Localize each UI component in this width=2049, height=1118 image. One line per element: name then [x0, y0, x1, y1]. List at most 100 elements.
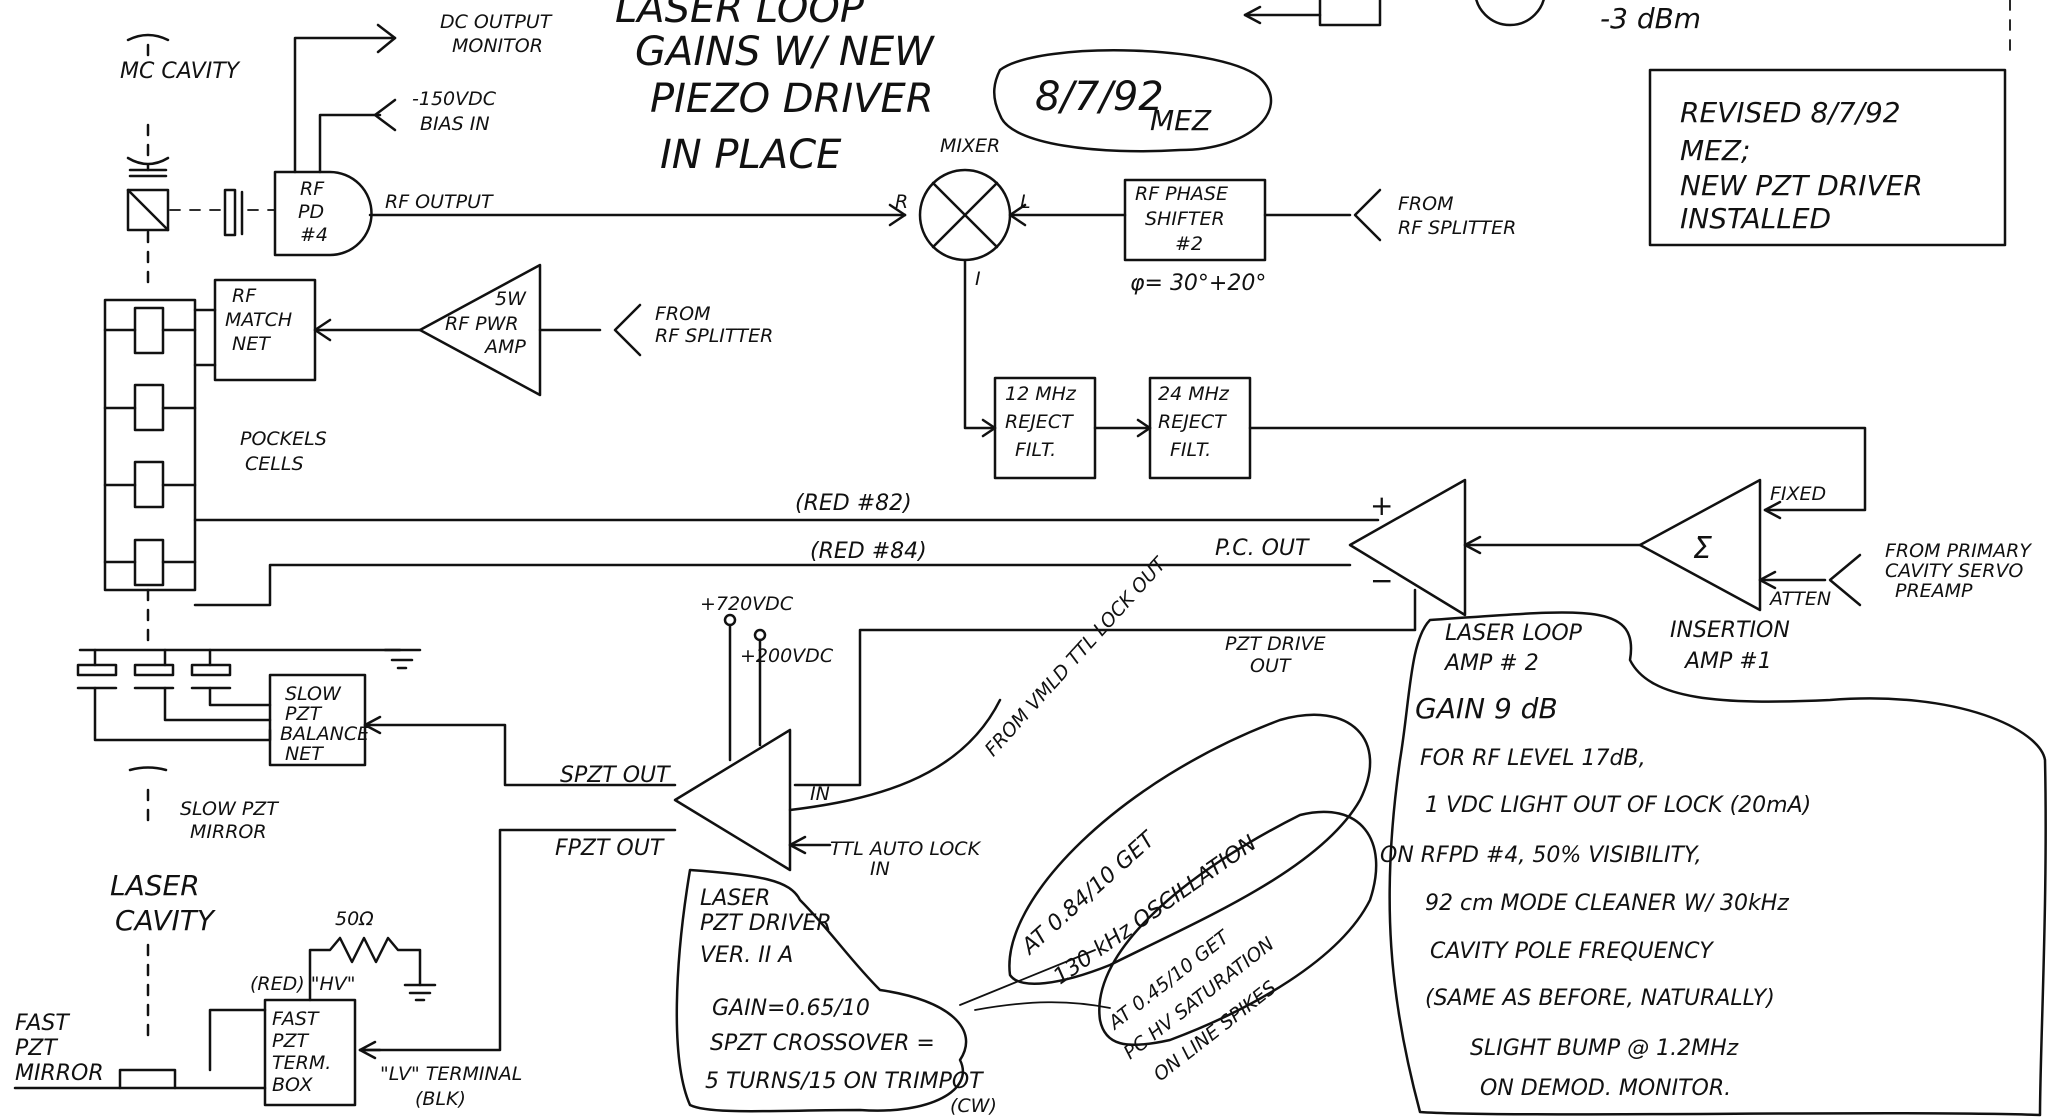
red82-label: (RED #82) [795, 491, 912, 516]
fast-pzt-box-2: PZT [272, 1030, 309, 1052]
bias-label-1: -150VDC [412, 88, 497, 110]
driver-line6: 5 TURNS/15 ON TRIMPOT [705, 1069, 984, 1094]
rf-match-2: MATCH [225, 309, 292, 331]
filters: 12 MHz REJECT FILT. 24 MHz REJECT FILT. … [993, 376, 1867, 520]
gain-line3: 1 VDC LIGHT OUT OF LOCK (20mA) [1425, 793, 1811, 818]
slow-pzt-assembly: SLOW PZT BALANCE NET SLOW PZT MIRROR [76, 648, 422, 843]
header-note: LASER LOOP GAINS W/ NEW PIEZO DRIVER IN … [615, 0, 935, 178]
driver-line4: GAIN=0.65/10 [712, 996, 870, 1021]
driver-line1: LASER [700, 886, 770, 911]
bias-label-2: BIAS IN [420, 113, 490, 135]
gain-line6: CAVITY POLE FREQUENCY [1430, 939, 1714, 964]
rfpd-3: #4 [300, 224, 328, 246]
gain-line1: GAIN 9 dB [1415, 692, 1558, 725]
stamp-date: 8/7/92 [1035, 74, 1164, 120]
header-line2: GAINS W/ NEW [635, 29, 935, 75]
slow-pzt-balance-3: BALANCE [280, 723, 369, 745]
revision-line4: INSTALLED [1680, 202, 1831, 235]
stamp-initials: MEZ [1150, 104, 1212, 137]
red84-label: (RED #84) [810, 539, 927, 564]
gain-line8: SLIGHT BUMP @ 1.2MHz [1470, 1036, 1739, 1061]
rf-photodiode: RF PD #4 DC OUTPUT MONITOR -150VDC BIAS … [273, 11, 907, 257]
phase-shifter-3: #2 [1175, 233, 1203, 255]
filt24-3: FILT. [1170, 439, 1211, 461]
fixed-label: FIXED [1770, 483, 1826, 505]
filt12-1: 12 MHz [1005, 383, 1077, 405]
mixer-r: R [895, 191, 908, 213]
header-line3: PIEZO DRIVER [650, 76, 934, 122]
fast-pzt-box-3: TERM. [272, 1052, 331, 1074]
in-label: IN [810, 783, 830, 805]
gain-line7: (SAME AS BEFORE, NATURALLY) [1425, 986, 1775, 1011]
phase-shifter-2: SHIFTER [1145, 208, 1225, 230]
filt12-3: FILT. [1015, 439, 1056, 461]
from-rf-splitter-1a: FROM [1398, 193, 1453, 215]
rf-output-label: RF OUTPUT [385, 191, 494, 213]
driver-line7: (CW) [950, 1095, 997, 1117]
laser-loop-label-2: AMP # 2 [1443, 651, 1539, 676]
from-rf-splitter-2b: RF SPLITTER [655, 325, 773, 347]
revision-line2: MEZ; [1680, 134, 1750, 167]
driver-note: LASER PZT DRIVER VER. II A GAIN=0.65/10 … [675, 868, 1111, 1117]
rf-match-3: NET [232, 333, 271, 355]
rf-amp-2: RF PWR [445, 313, 519, 335]
pockels-label-1: POCKELS [240, 428, 327, 450]
fast-pzt-label-3: MIRROR [15, 1061, 104, 1086]
laser-loop-amp: + − P.C. OUT (RED #82) (RED #84) PZT DRI… [193, 478, 1583, 787]
resistor-label: 50Ω [335, 908, 374, 930]
filt24-2: REJECT [1158, 411, 1227, 433]
ttl-autolock-2: IN [870, 858, 890, 880]
header-line1: LASER LOOP [615, 0, 865, 32]
gain-line2: FOR RF LEVEL 17dB, [1420, 746, 1646, 771]
lv-terminal-label-2: (BLK) [415, 1088, 466, 1110]
dc-output-label-2: MONITOR [452, 35, 543, 57]
from-primary-1: FROM PRIMARY [1885, 540, 2032, 562]
pzt-drive-out-2: OUT [1250, 655, 1292, 677]
filt24-1: 24 MHz [1158, 383, 1230, 405]
laser-loop-label-1: LASER LOOP [1445, 621, 1583, 646]
from-rf-splitter-2a: FROM [655, 303, 710, 325]
rfpd-1: RF [300, 178, 325, 200]
spzt-out-label: SPZT OUT [560, 763, 671, 788]
rf-match-1: RF [232, 285, 257, 307]
slow-pzt-balance-4: NET [285, 743, 324, 765]
osc-note: AT 0.84/10 GET 130 kHz OSCILLATION [1008, 713, 1372, 990]
sigma: Σ [1693, 531, 1712, 566]
fast-pzt-box-4: BOX [272, 1074, 313, 1096]
v720-label: +720VDC [700, 593, 794, 615]
from-primary-3: PREAMP [1895, 580, 1973, 602]
gain-line4: ON RFPD #4, 50% VISIBILITY, [1380, 843, 1702, 868]
plus-sign: + [1370, 489, 1393, 522]
gain-note: GAIN 9 dB FOR RF LEVEL 17dB, 1 VDC LIGHT… [1380, 611, 2047, 1117]
red-hv-label: (RED) "HV" [250, 973, 355, 995]
gain-line9: ON DEMOD. MONITOR. [1480, 1076, 1731, 1101]
phase-shifter-1: RF PHASE [1135, 183, 1228, 205]
mixer-label: MIXER [940, 135, 1000, 157]
fpzt-out-label: FPZT OUT [555, 836, 665, 861]
gain-line5: 92 cm MODE CLEANER W/ 30kHz [1425, 891, 1789, 916]
top-right-fragment: -3 dBm [1243, 0, 2011, 61]
dc-output-label-1: DC OUTPUT [440, 11, 553, 33]
v200-label: +200VDC [740, 645, 834, 667]
rfpd-2: PD [298, 201, 324, 223]
driver-line5: SPZT CROSSOVER = [710, 1031, 935, 1056]
slow-pzt-mirror-label-2: MIRROR [190, 821, 267, 843]
fast-pzt-box-1: FAST [272, 1008, 320, 1030]
top-level-label: -3 dBm [1600, 2, 1701, 35]
pzt-drive-out-1: PZT DRIVE [1225, 633, 1326, 655]
mc-cavity: MC CAVITY [120, 33, 241, 178]
revision-box: REVISED 8/7/92 MEZ; NEW PZT DRIVER INSTA… [1648, 68, 2007, 247]
from-rf-splitter-1b: RF SPLITTER [1398, 217, 1516, 239]
laser-label: LASER [110, 869, 200, 902]
slow-pzt-balance-2: PZT [285, 703, 322, 725]
date-stamp: 8/7/92 MEZ [993, 49, 1273, 153]
pockels-cells: POCKELS CELLS [103, 298, 327, 642]
lv-terminal-label: "LV" TERMINAL [380, 1063, 522, 1085]
revision-line3: NEW PZT DRIVER [1680, 169, 1923, 202]
revision-line1: REVISED 8/7/92 [1680, 96, 1901, 129]
driver-line3: VER. II A [700, 943, 793, 968]
rf-drive-chain: RF MATCH NET 5W RF PWR AMP FROM RF SPLIT… [193, 263, 773, 397]
mc-cavity-label: MC CAVITY [120, 59, 241, 84]
